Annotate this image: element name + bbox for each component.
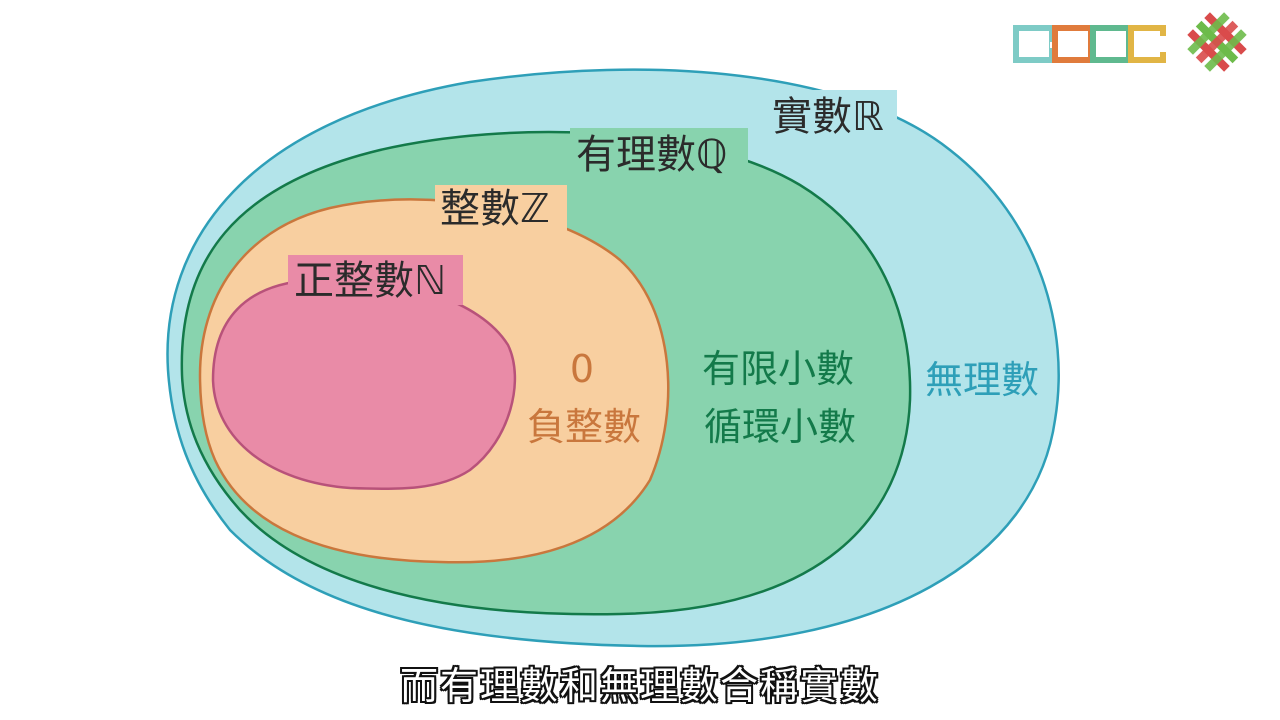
natural-numbers-label: 正整數ℕ	[294, 258, 446, 304]
real-numbers-label: 實數ℝ	[772, 94, 884, 140]
irrational-numbers-label: 無理數	[925, 358, 1039, 402]
rational-numbers-label: 有理數ℚ	[576, 132, 727, 178]
repeating-decimal-label: 循環小數	[704, 405, 856, 449]
woven-knot-logo	[1187, 12, 1247, 72]
integers-label: 整數ℤ	[440, 186, 550, 232]
zero-label: 0	[570, 347, 594, 391]
natural-numbers-region	[211, 278, 517, 491]
finite-decimal-label: 有限小數	[702, 347, 854, 391]
subtitle-caption: 而有理數和無理數合稱實數	[399, 664, 880, 708]
negative-integers-label: 負整數	[527, 405, 641, 449]
cooc-logo	[1013, 25, 1166, 63]
